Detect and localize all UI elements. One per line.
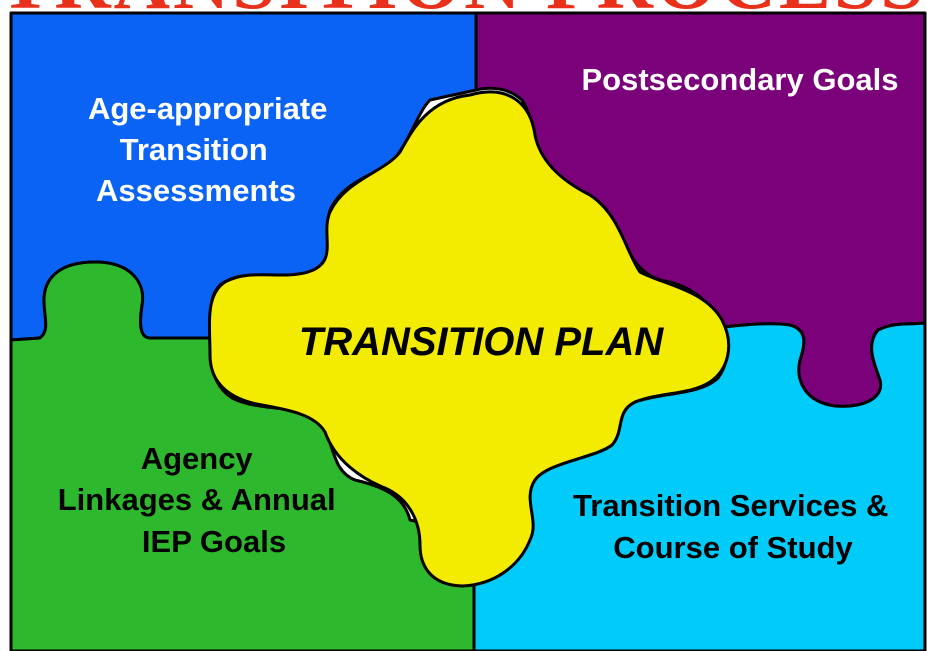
label-bottom-right-line-1: Transition Services & <box>573 488 888 523</box>
label-top-left-line-3: Assessments <box>96 173 296 208</box>
label-bottom-right-line-2: Course of Study <box>613 530 853 565</box>
label-top-left-line-1: Age-appropriate <box>88 91 327 126</box>
label-bottom-left-line-1: Agency <box>141 441 254 476</box>
piece-center <box>207 90 731 588</box>
label-center: TRANSITION PLAN <box>299 320 665 364</box>
label-bottom-left-line-3: IEP Goals <box>142 524 286 559</box>
label-top-right: Postsecondary Goals <box>581 62 898 97</box>
label-top-right-line-1: Postsecondary Goals <box>581 62 898 97</box>
label-top-left: Age-appropriate Transition Assessments <box>88 91 336 208</box>
label-bottom-left: Agency Linkages & Annual IEP Goals <box>58 441 345 559</box>
label-top-left-line-2: Transition <box>120 132 268 167</box>
label-bottom-left-line-2: Linkages & Annual <box>58 482 336 517</box>
label-bottom-right: Transition Services & Course of Study <box>573 488 897 565</box>
